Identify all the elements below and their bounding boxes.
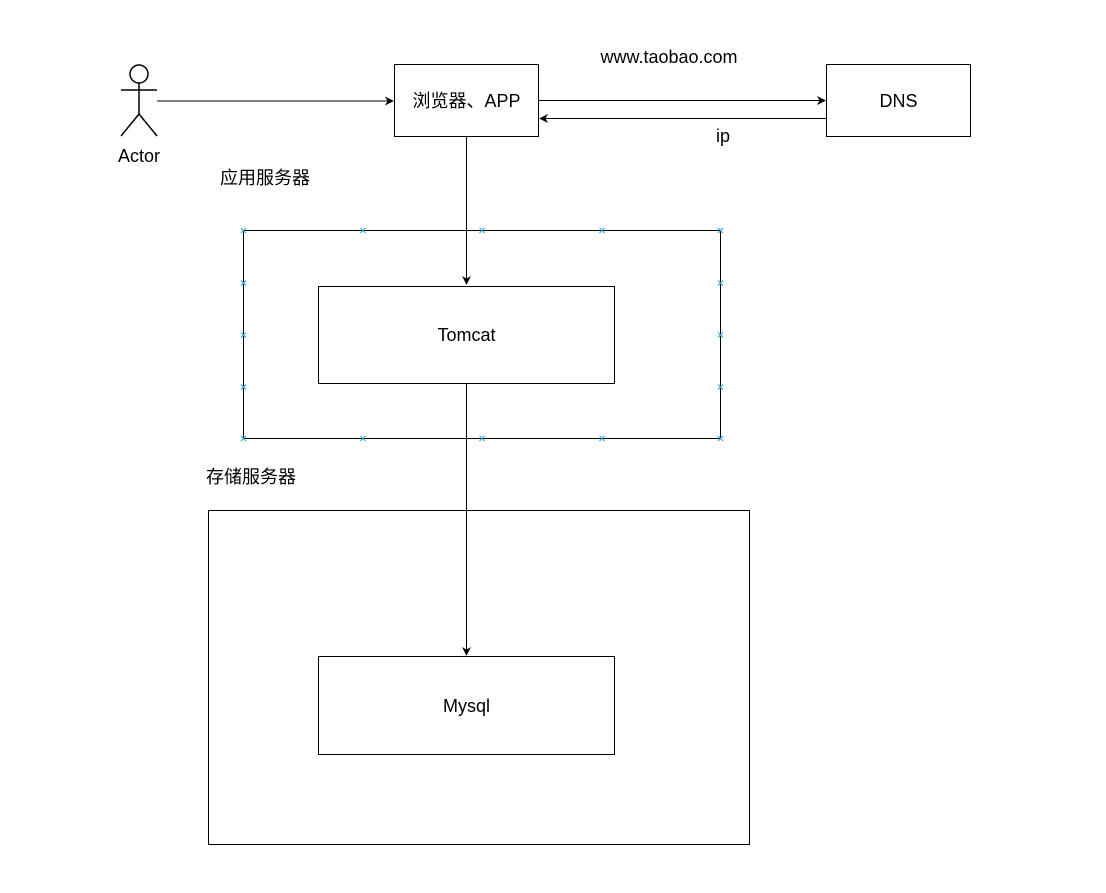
selection-handle[interactable]	[360, 435, 366, 442]
selection-handle[interactable]	[717, 435, 724, 442]
actor-label: Actor	[118, 146, 160, 166]
mysql-label: Mysql	[443, 696, 490, 716]
selection-handle[interactable]	[717, 384, 724, 390]
selection-handle[interactable]	[240, 280, 247, 286]
selection-handle[interactable]	[479, 227, 485, 234]
edge-response-label: ip	[716, 126, 730, 146]
mysql-node[interactable]: Mysql	[318, 656, 615, 755]
tomcat-box	[318, 286, 615, 384]
dns-label: DNS	[879, 91, 917, 111]
selection-handle[interactable]	[717, 227, 724, 234]
storage-server-group[interactable]	[208, 510, 750, 845]
browser-box	[394, 64, 539, 137]
browser-label: 浏览器、APP	[412, 91, 520, 111]
selection-handle[interactable]	[360, 227, 366, 234]
actor-left-leg	[120, 113, 140, 137]
actor-right-leg	[138, 113, 158, 137]
dns-box	[826, 64, 971, 137]
actor-head	[129, 64, 149, 84]
selection-handle[interactable]	[717, 280, 724, 286]
dns-node[interactable]: DNS	[826, 64, 971, 137]
selection-handle[interactable]	[240, 384, 247, 390]
app-server-group-label: 应用服务器	[220, 168, 310, 188]
selection-handle[interactable]	[240, 332, 247, 338]
selection-handle[interactable]	[240, 227, 247, 234]
tomcat-node[interactable]: Tomcat	[318, 286, 615, 384]
selection-handles	[240, 227, 724, 442]
browser-node[interactable]: 浏览器、APP	[394, 64, 539, 137]
tomcat-label: Tomcat	[437, 325, 495, 345]
selection-handle[interactable]	[240, 435, 247, 442]
selection-handle[interactable]	[599, 227, 605, 234]
selection-handle[interactable]	[479, 435, 485, 442]
storage-server-group-label: 存储服务器	[206, 467, 296, 487]
actor[interactable]: Actor	[118, 64, 160, 166]
selection-handle[interactable]	[599, 435, 605, 442]
storage-server-container	[208, 510, 750, 845]
mysql-box	[318, 656, 615, 755]
selection-handle[interactable]	[717, 332, 724, 338]
edge-request-label: www.taobao.com	[599, 47, 737, 67]
app-server-group[interactable]	[240, 227, 724, 442]
